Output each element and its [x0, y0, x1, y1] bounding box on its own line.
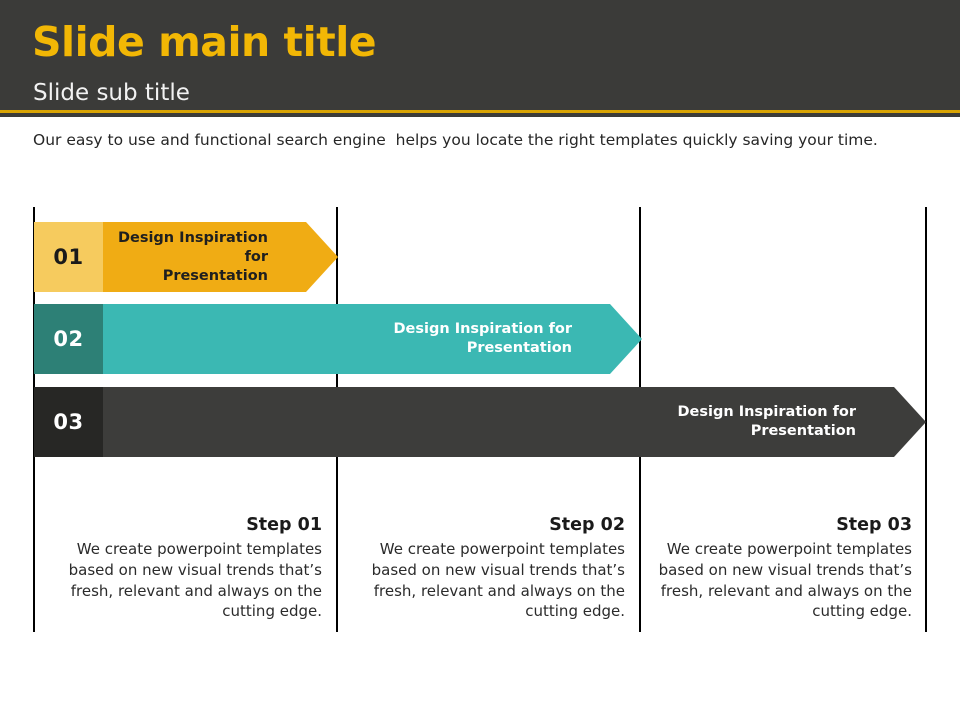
step-02-description: We create powerpoint templates based on …: [371, 540, 625, 621]
arrow-bar-02-tip: [610, 304, 642, 374]
step-column-02: Step 02 We create powerpoint templates b…: [345, 513, 639, 622]
arrow-bar-02-body: Design Inspiration for Presentation: [103, 304, 610, 374]
step-01-title: Step 01: [246, 515, 322, 535]
arrow-bar-02-number: 02: [34, 304, 103, 374]
arrow-bar-03-body: Design Inspiration for Presentation: [103, 387, 894, 457]
header-rule-shadow: [0, 113, 960, 117]
step-02-title: Step 02: [549, 515, 625, 535]
arrow-bar-01-tip: [306, 222, 338, 292]
arrow-bar-03-number: 03: [34, 387, 103, 457]
arrow-bar-03-label: Design Inspiration for Presentation: [677, 404, 856, 439]
page-title: Slide main title: [32, 18, 377, 66]
step-column-03: Step 03 We create powerpoint templates b…: [632, 513, 926, 622]
arrow-bar-02-label: Design Inspiration for Presentation: [393, 321, 572, 356]
intro-paragraph: Our easy to use and functional search en…: [33, 131, 878, 149]
grid-line-0: [33, 207, 35, 632]
arrow-bar-01-label: Design Inspiration for Presentation: [117, 229, 268, 284]
arrow-bar-01-body: Design Inspiration for Presentation: [103, 222, 306, 292]
step-01-description: We create powerpoint templates based on …: [68, 540, 322, 621]
page-subtitle: Slide sub title: [33, 80, 190, 106]
step-03-description: We create powerpoint templates based on …: [658, 540, 912, 621]
header-accent-rule: [0, 110, 960, 113]
step-column-01: Step 01 We create powerpoint templates b…: [42, 513, 336, 622]
step-03-title: Step 03: [836, 515, 912, 535]
arrow-bar-03-tip: [894, 387, 926, 457]
arrow-bar-01-number: 01: [34, 222, 103, 292]
slide-header: Slide main title Slide sub title: [0, 0, 960, 113]
